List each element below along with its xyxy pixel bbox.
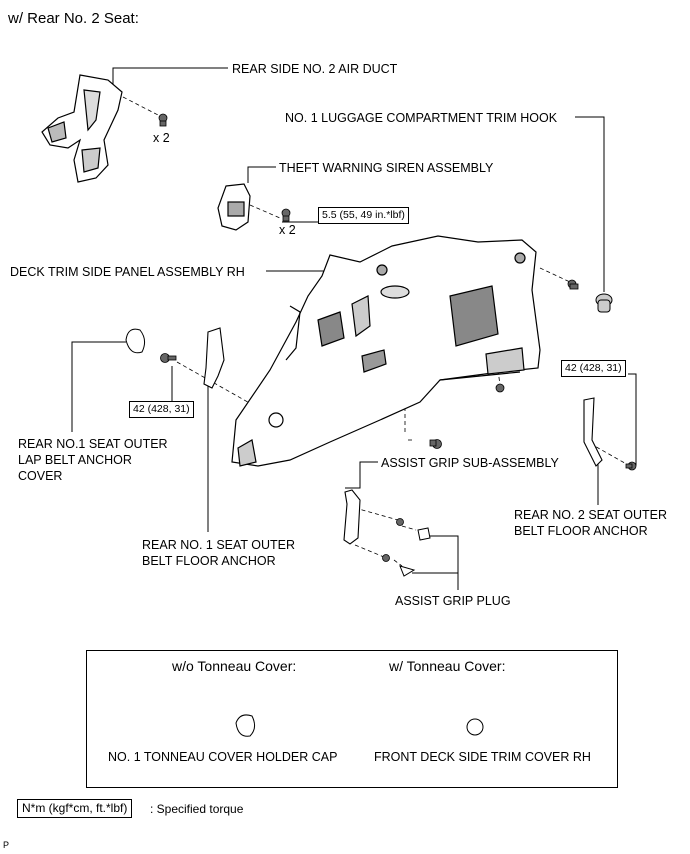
figure-code: P xyxy=(3,840,10,850)
grip-plug-leader xyxy=(425,535,459,590)
rear2-anchor-part xyxy=(583,397,603,467)
siren-torque-box: 5.5 (55, 49 in.*lbf) xyxy=(318,207,409,224)
legend-torque-box: N*m (kgf*cm, ft.*lbf) xyxy=(17,799,133,818)
grip-plug-part xyxy=(399,527,431,577)
legend-description: : Specified torque xyxy=(150,802,244,816)
side-trim-cover-part xyxy=(466,718,484,736)
air-duct-part xyxy=(41,74,123,183)
screw-air-duct xyxy=(158,113,168,127)
air-duct-qty: x 2 xyxy=(153,131,170,145)
right-torque-box: 42 (428, 31) xyxy=(561,360,626,377)
siren-leader xyxy=(247,166,276,183)
left-torque-box: 42 (428, 31) xyxy=(129,401,194,418)
screw-grip xyxy=(382,518,404,562)
assist-grip-part xyxy=(343,489,361,545)
lap-cover-part xyxy=(125,328,146,354)
trim-hook-part xyxy=(595,293,613,313)
bolt-panel xyxy=(495,383,505,393)
side-trim-cover-label: FRONT DECK SIDE TRIM COVER RH xyxy=(374,750,591,764)
inset-right-title: w/ Tonneau Cover: xyxy=(389,658,506,674)
holder-cap-part xyxy=(235,714,256,737)
bolt-grip xyxy=(429,439,442,449)
bolt-right xyxy=(625,461,637,471)
rear1-anchor-part xyxy=(203,327,225,389)
diagram-title: w/ Rear No. 2 Seat: xyxy=(8,10,139,27)
holder-cap-label: NO. 1 TONNEAU COVER HOLDER CAP xyxy=(108,750,338,764)
assist-grip-label: ASSIST GRIP SUB-ASSEMBLY xyxy=(381,456,559,470)
lap-cover-leader xyxy=(71,341,126,432)
tonneau-inset xyxy=(86,650,618,788)
grip-plug-label: ASSIST GRIP PLUG xyxy=(395,594,511,608)
siren-qty: x 2 xyxy=(279,223,296,237)
trim-hook-leader xyxy=(575,116,605,292)
assist-grip-leader xyxy=(345,461,378,489)
trim-hook-label: NO. 1 LUGGAGE COMPARTMENT TRIM HOOK xyxy=(285,111,558,125)
rear2-anchor-label: REAR NO. 2 SEAT OUTER BELT FLOOR ANCHOR xyxy=(514,508,668,538)
inset-left-title: w/o Tonneau Cover: xyxy=(172,658,297,674)
rear1-anchor-label: REAR NO. 1 SEAT OUTER BELT FLOOR ANCHOR xyxy=(142,538,296,568)
siren-part xyxy=(217,183,251,231)
air-duct-label: REAR SIDE NO. 2 AIR DUCT xyxy=(232,62,398,76)
screw-deck-right xyxy=(567,279,579,290)
deck-trim-panel xyxy=(231,235,541,467)
screw-siren xyxy=(281,208,291,222)
bolt-left xyxy=(160,353,177,363)
siren-label: THEFT WARNING SIREN ASSEMBLY xyxy=(279,161,494,175)
lap-cover-label: REAR NO.1 SEAT OUTER LAP BELT ANCHOR COV… xyxy=(18,437,168,483)
deck-trim-label: DECK TRIM SIDE PANEL ASSEMBLY RH xyxy=(10,265,245,279)
air-duct-leader xyxy=(112,67,228,88)
